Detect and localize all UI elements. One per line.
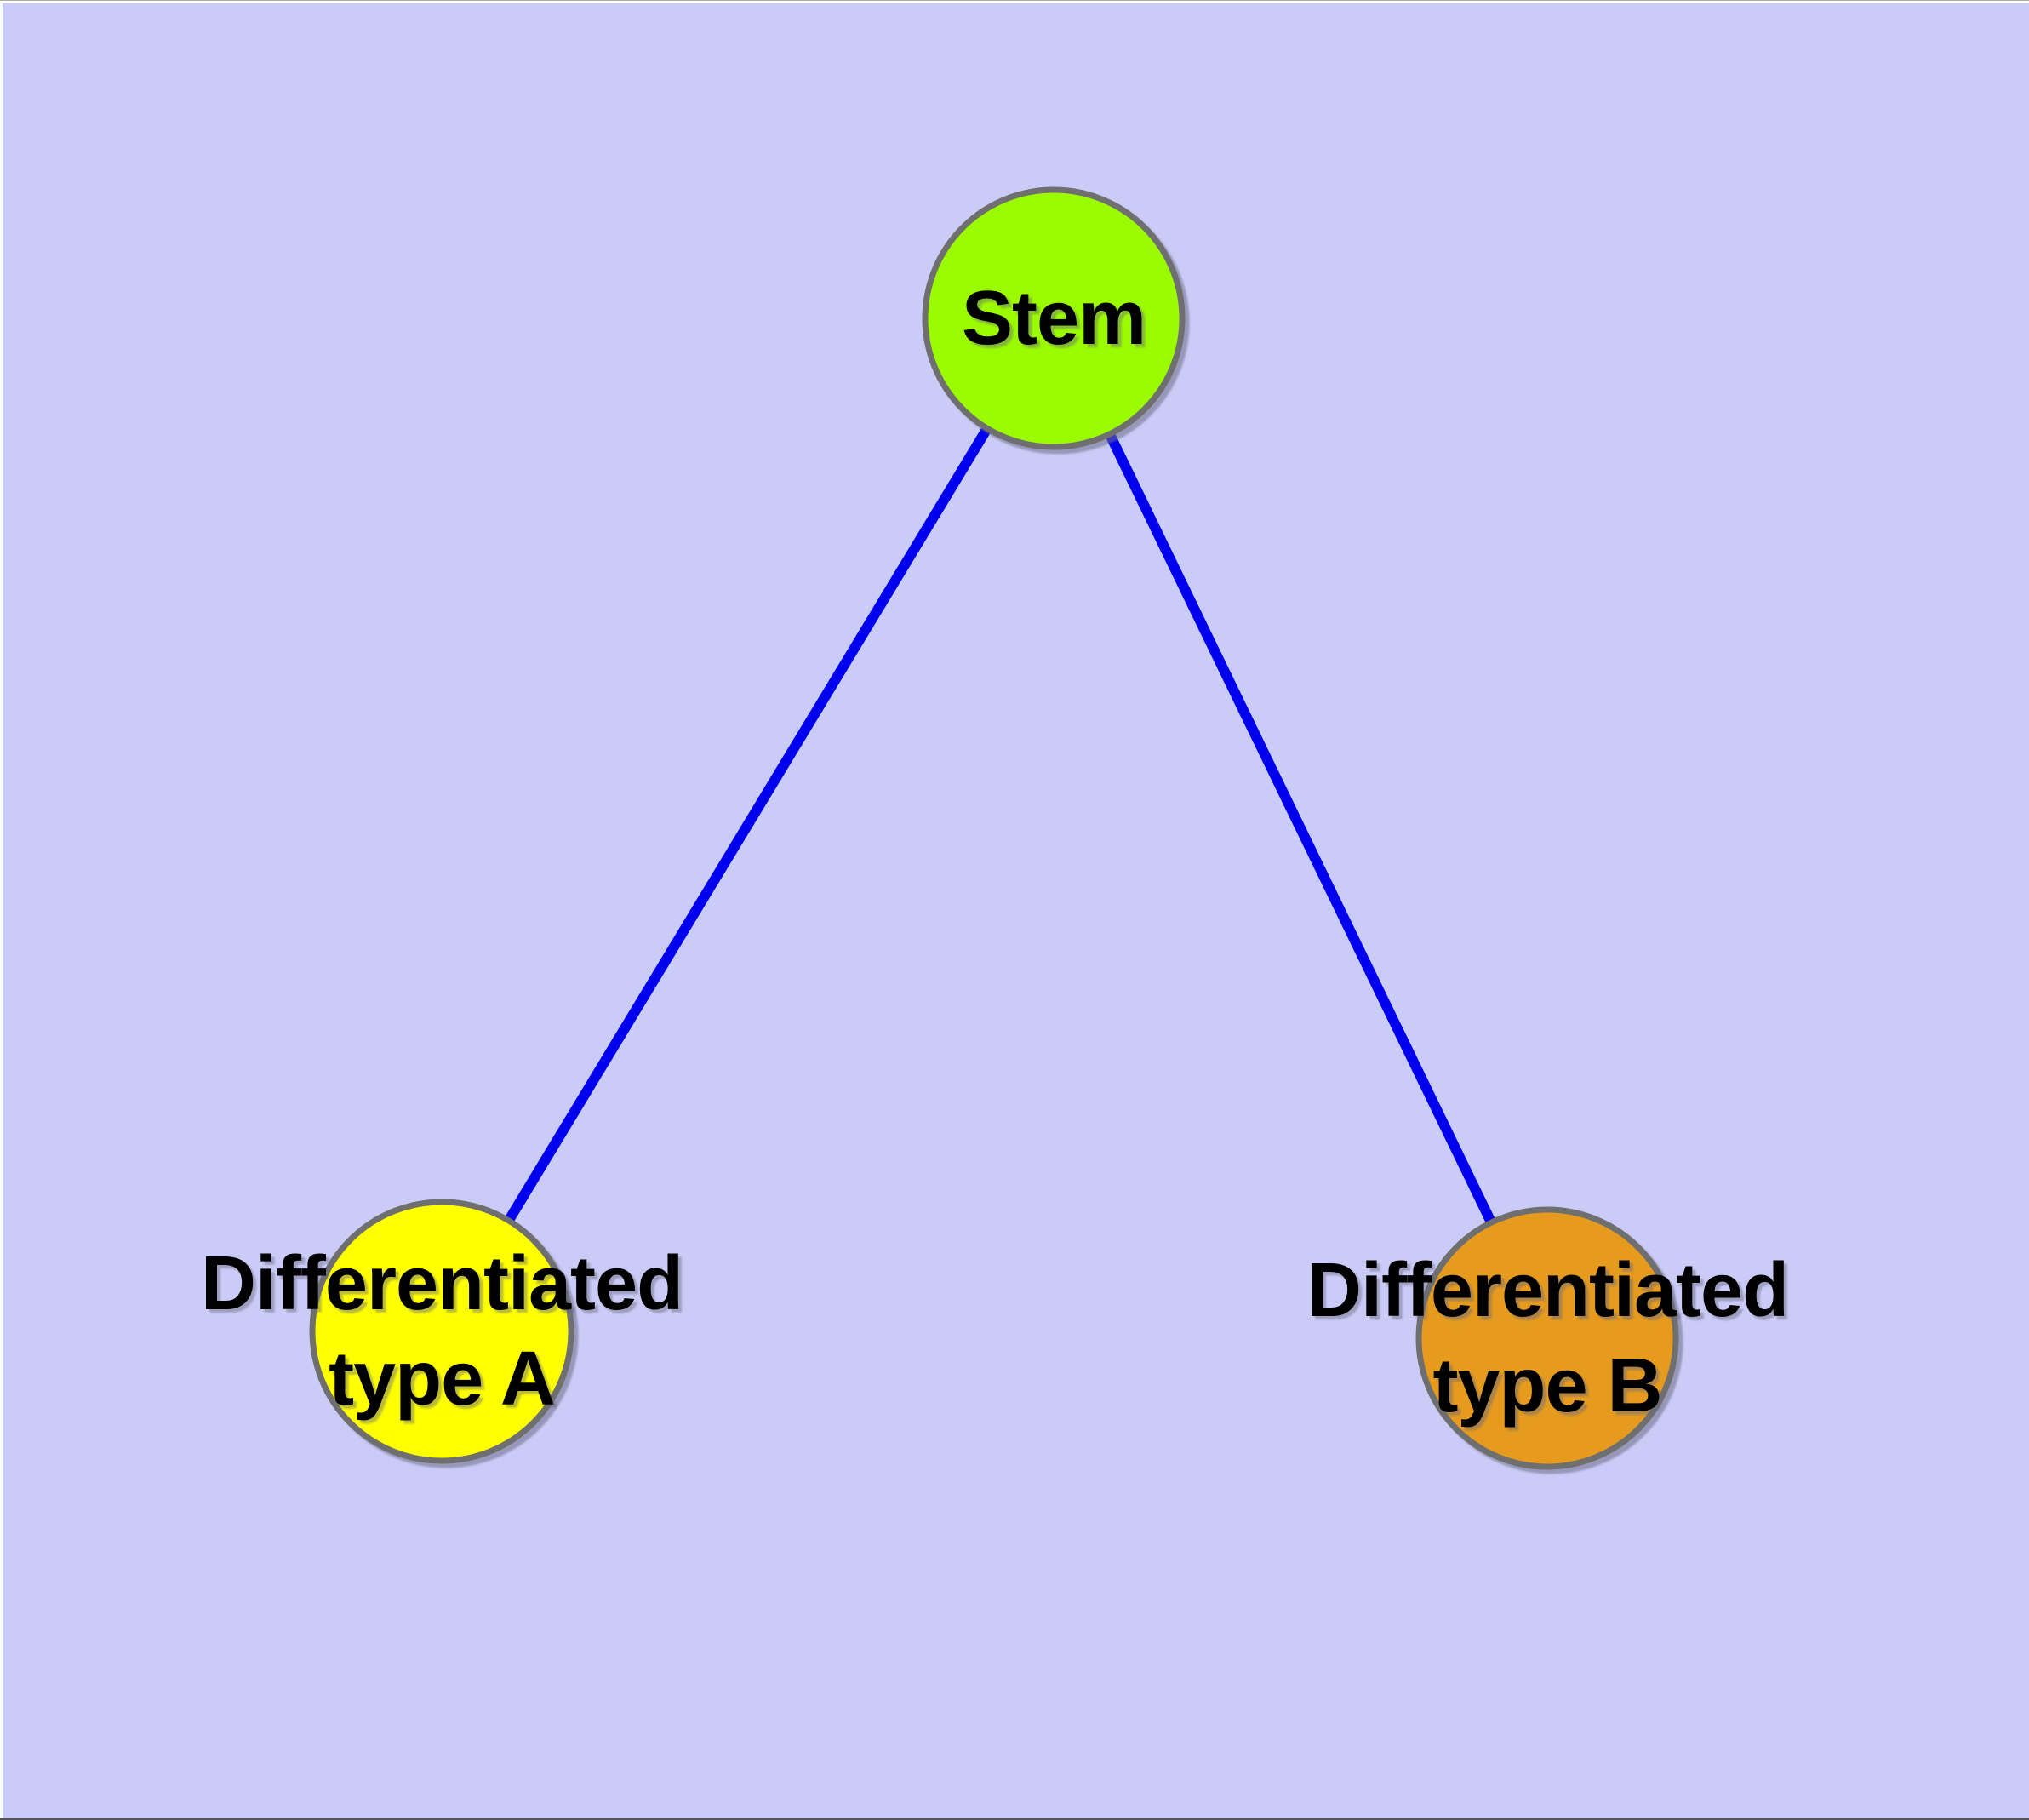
node-differentiated-type-b-label: Differentiated type B (1306, 1243, 1789, 1434)
node-stem (922, 186, 1186, 450)
node-a-label-line1: Differentiated (200, 1241, 683, 1326)
edge-stem-to-differentiated-type-b (1049, 316, 1552, 1341)
node-b-label-line2: type B (1432, 1343, 1662, 1428)
node-b-label-line1: Differentiated (1306, 1248, 1789, 1333)
node-stem-label: Stem (962, 279, 1146, 358)
node-differentiated-type-b (1415, 1206, 1679, 1470)
window-edge-top (0, 0, 2029, 1)
node-differentiated-type-a-label: Differentiated type A (201, 1236, 683, 1427)
node-stem-label-text: Stem (961, 276, 1146, 361)
window-edge-bottom (0, 1818, 2029, 1820)
node-a-label-line2: type A (329, 1336, 556, 1422)
node-differentiated-type-a (309, 1199, 574, 1464)
edge-stem-to-differentiated-type-a (437, 315, 1059, 1335)
